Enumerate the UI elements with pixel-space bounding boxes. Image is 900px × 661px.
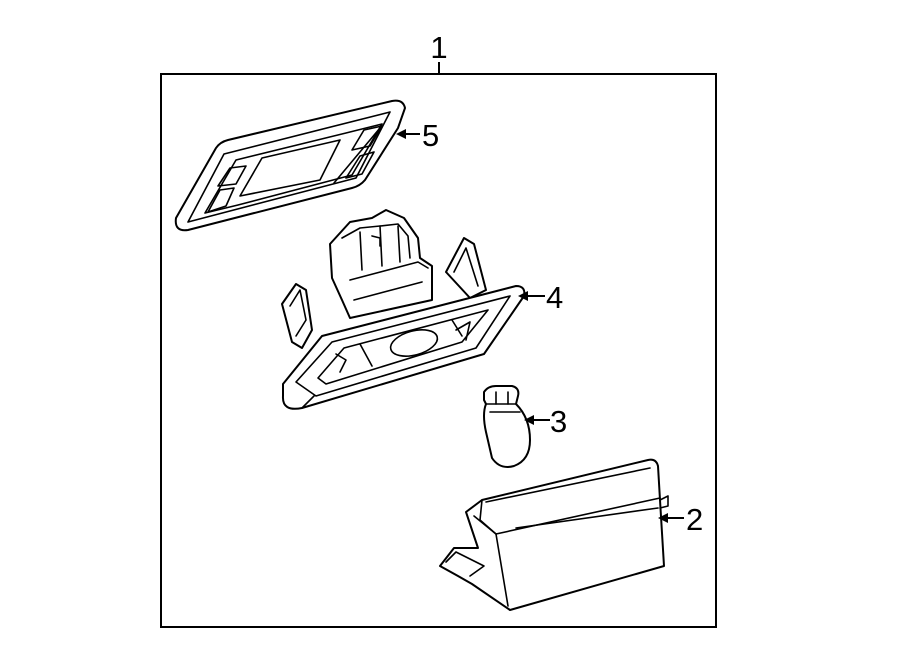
callout-2[interactable]: 2 [686, 502, 703, 537]
leader-2 [658, 513, 684, 523]
part-socket-housing[interactable] [281, 209, 526, 410]
callout-5[interactable]: 5 [422, 118, 439, 153]
callout-1[interactable]: 1 [430, 30, 447, 65]
part-gasket[interactable] [174, 99, 406, 232]
leader-3 [524, 415, 550, 425]
callout-3[interactable]: 3 [550, 404, 567, 439]
part-bulb[interactable] [483, 385, 531, 468]
part-lens[interactable] [439, 458, 669, 611]
leader-5 [396, 129, 420, 139]
callout-4[interactable]: 4 [546, 280, 563, 315]
assembly-group: 1 [160, 30, 717, 628]
leader-4 [518, 291, 545, 301]
